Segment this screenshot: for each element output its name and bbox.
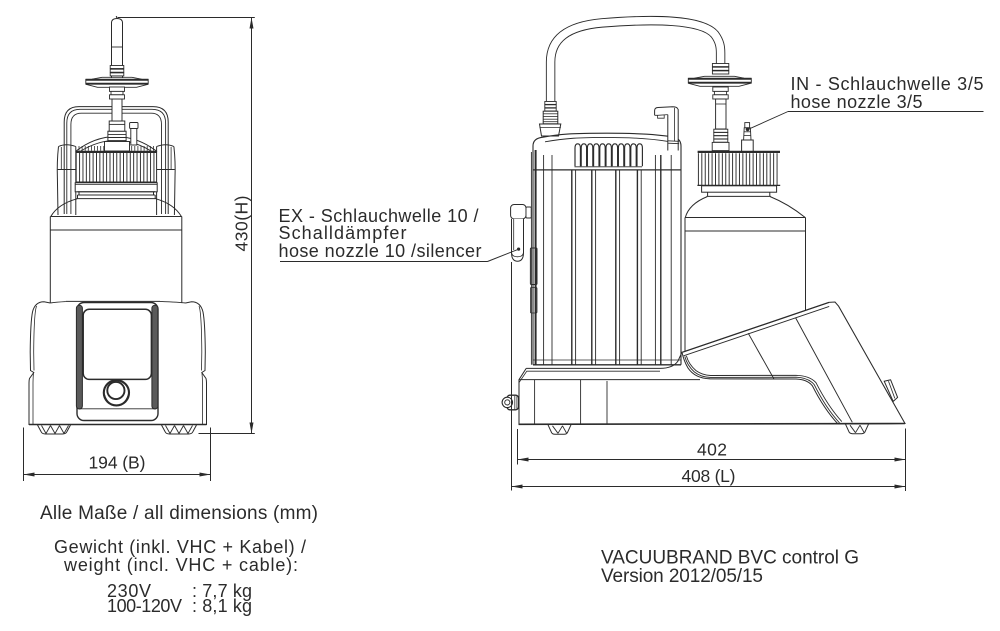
svg-text:100-120V: 100-120V xyxy=(107,596,182,616)
svg-text:Gewicht (inkl. VHC + Kabel) /: Gewicht (inkl. VHC + Kabel) / xyxy=(54,537,306,557)
svg-text:Alle Maße / all dimensions (mm: Alle Maße / all dimensions (mm) xyxy=(40,503,318,524)
svg-text:hose nozzle 10 /silencer: hose nozzle 10 /silencer xyxy=(279,241,482,261)
svg-text:230V: 230V xyxy=(107,581,151,601)
svg-text:Schalldämpfer: Schalldämpfer xyxy=(279,223,407,243)
svg-text:EX - Schlauchwelle 10 /: EX - Schlauchwelle 10 / xyxy=(279,206,479,226)
svg-text:VACUUBRAND BVC control G: VACUUBRAND BVC control G xyxy=(601,548,859,569)
svg-text:Version 2012/05/15: Version 2012/05/15 xyxy=(601,566,763,587)
svg-text:hose nozzle 3/5: hose nozzle 3/5 xyxy=(791,92,923,112)
svg-text:194 (B): 194 (B) xyxy=(89,453,146,473)
svg-text:IN - Schlauchwelle 3/5: IN - Schlauchwelle 3/5 xyxy=(791,74,984,94)
svg-text:weight (incl. VHC + cable):: weight (incl. VHC + cable): xyxy=(63,555,298,575)
svg-text:402: 402 xyxy=(697,440,727,460)
svg-text:: 8,1 kg: : 8,1 kg xyxy=(192,596,252,616)
svg-text:430(H): 430(H) xyxy=(231,196,251,252)
svg-text:: 7,7 kg: : 7,7 kg xyxy=(192,581,252,601)
svg-text:408 (L): 408 (L) xyxy=(682,466,736,486)
